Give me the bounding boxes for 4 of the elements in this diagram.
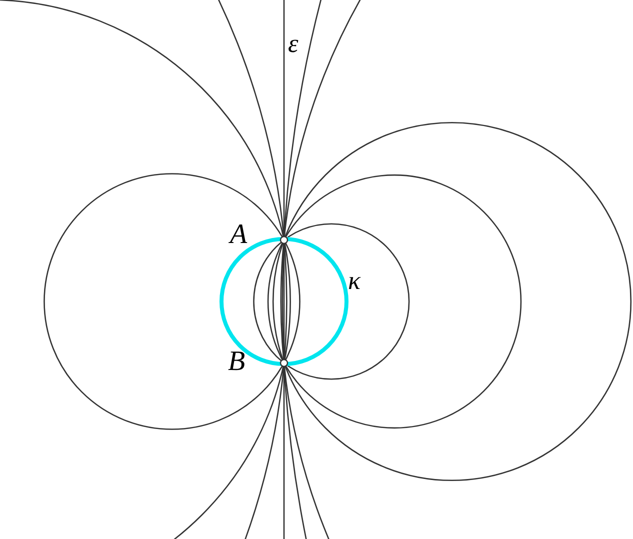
point-label: A <box>230 219 248 250</box>
point-label: B <box>228 346 246 377</box>
line-label: ε <box>288 29 298 58</box>
circle-label: κ <box>348 266 360 295</box>
